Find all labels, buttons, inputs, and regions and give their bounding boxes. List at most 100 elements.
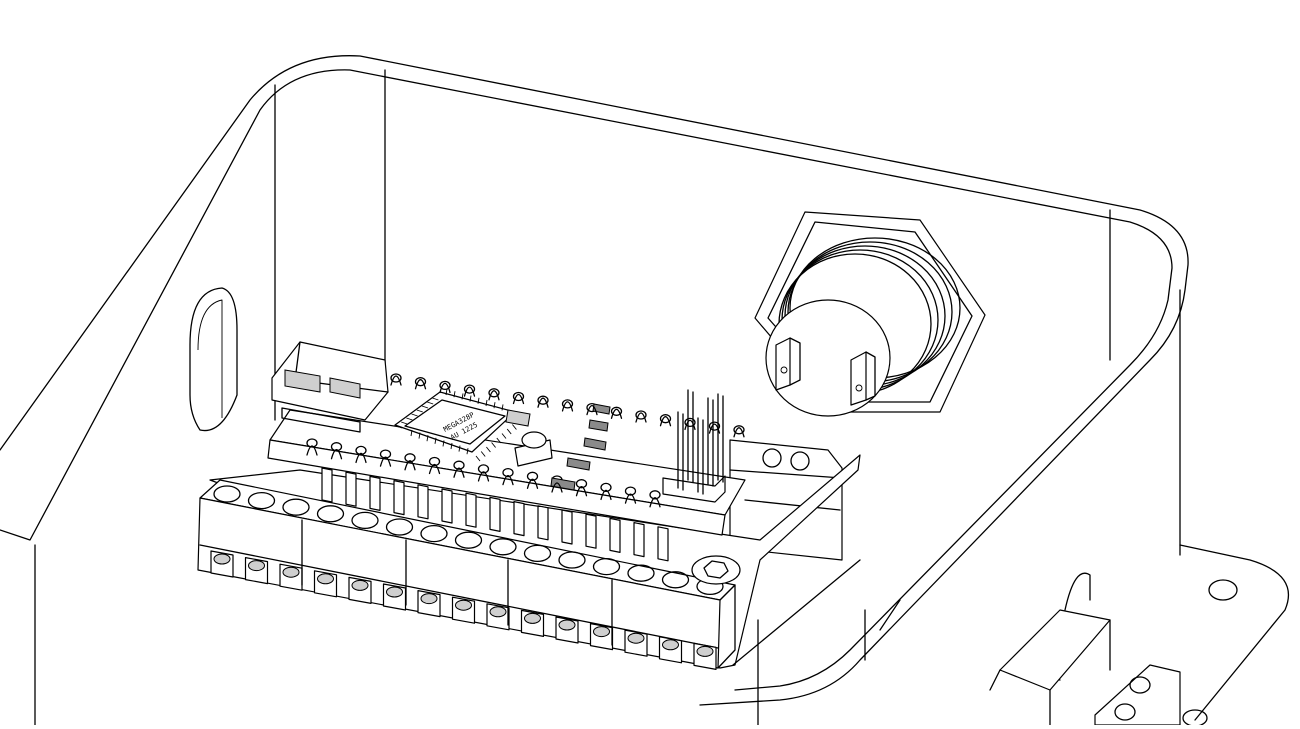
solder-tip	[537, 397, 549, 408]
usb-connector	[271, 341, 389, 433]
chip-pin	[493, 402, 496, 409]
chip-pin	[427, 401, 434, 405]
header-pin	[369, 475, 381, 511]
chip-pin	[512, 424, 517, 430]
terminal-wire-hole	[593, 626, 610, 638]
chip-pin	[501, 433, 507, 439]
solder-tip	[684, 419, 696, 431]
header-pin	[321, 467, 333, 503]
terminal-wire-hole	[282, 566, 300, 578]
board-pin-holes	[306, 373, 745, 500]
solder-tip	[488, 390, 500, 401]
terminal-screw	[420, 524, 448, 543]
pin-hole	[526, 471, 539, 481]
terminal-strip	[197, 479, 736, 670]
mcu-chip: MEGA328P AU 1225	[394, 388, 517, 462]
smd-components	[505, 403, 611, 491]
terminal-screw	[661, 571, 690, 589]
header-pin	[345, 471, 357, 507]
solder-tip	[551, 482, 563, 493]
pin-hole	[390, 373, 402, 383]
chip-pin	[477, 397, 480, 404]
terminal-screw	[454, 531, 483, 549]
terminal-wire-hole	[351, 579, 369, 591]
chip-pin	[466, 448, 469, 455]
pin-hole	[733, 425, 745, 435]
terminal-screw	[627, 564, 655, 582]
button-terminal-right	[850, 351, 876, 406]
solder-tip	[463, 386, 476, 397]
solder-tip	[330, 449, 343, 460]
pin-hole	[463, 384, 476, 394]
pin-hole	[477, 464, 490, 474]
pin-hole	[453, 460, 465, 470]
solder-tip	[586, 404, 598, 416]
chip-pin	[450, 442, 453, 450]
terminal-wire-hole	[386, 586, 403, 598]
side-terminal-block	[729, 439, 843, 561]
terminal-wire-hole	[696, 645, 714, 657]
terminal-screw	[316, 505, 345, 523]
solder-tip	[635, 412, 647, 423]
header-pin	[609, 517, 621, 553]
pin-hole	[306, 438, 318, 448]
pin-hole	[330, 442, 343, 452]
terminal-screw-row	[213, 485, 724, 596]
pin-hole	[561, 399, 574, 409]
terminal-screw	[592, 557, 621, 576]
chip-pin	[421, 405, 429, 409]
terminal-wire-entry-row	[210, 550, 717, 670]
chip-pin	[480, 451, 486, 457]
terminal-wire-hole	[213, 553, 231, 565]
board-header-pins	[321, 467, 669, 562]
header-pin	[465, 492, 477, 528]
solder-tip	[733, 427, 745, 438]
pin-hole	[488, 388, 500, 398]
terminal-screw	[282, 498, 310, 516]
pin-hole	[575, 479, 588, 489]
terminal-wire-hole	[317, 573, 334, 585]
solder-tip	[610, 408, 623, 419]
header-pin	[657, 526, 669, 562]
chip-pin	[491, 442, 496, 448]
enclosure-flange	[989, 544, 1290, 727]
pin-hole	[414, 377, 427, 387]
pin-hole	[537, 395, 549, 405]
chip-pin	[406, 417, 413, 421]
pin-hole	[684, 417, 696, 428]
header-pin	[393, 480, 405, 516]
chip-pin	[501, 404, 504, 411]
solder-tip	[355, 452, 367, 464]
terminal-screw	[247, 491, 276, 510]
solder-tip	[708, 423, 721, 434]
mcu-chip-pins	[395, 388, 517, 462]
terminal-screw	[523, 544, 552, 563]
chip-pin	[416, 409, 423, 413]
chip-pin	[411, 413, 418, 417]
pin-hole	[659, 414, 672, 424]
solder-tip	[526, 478, 539, 489]
pin-hole	[379, 449, 392, 459]
chip-pin	[461, 393, 464, 400]
pin-hole	[439, 380, 451, 391]
mounting-screw	[691, 555, 741, 585]
pin-hole	[624, 486, 637, 496]
header-pin	[585, 513, 597, 549]
chip-pin	[410, 429, 413, 437]
enclosure-rim	[0, 55, 1189, 726]
header-pin	[633, 522, 645, 558]
chip-pin	[426, 435, 429, 442]
header-pin	[441, 488, 453, 524]
terminal-wire-hole	[627, 632, 645, 644]
solder-tip	[659, 416, 672, 427]
solder-tip	[600, 489, 612, 501]
terminal-wire-hole	[489, 606, 507, 618]
pin-hole	[502, 467, 514, 478]
terminal-screw	[213, 485, 241, 503]
solder-tip	[649, 497, 661, 508]
wall-slot	[189, 287, 238, 432]
chip-pin	[395, 425, 403, 429]
terminal-wire-hole	[662, 639, 679, 651]
pin-hole	[404, 453, 416, 463]
